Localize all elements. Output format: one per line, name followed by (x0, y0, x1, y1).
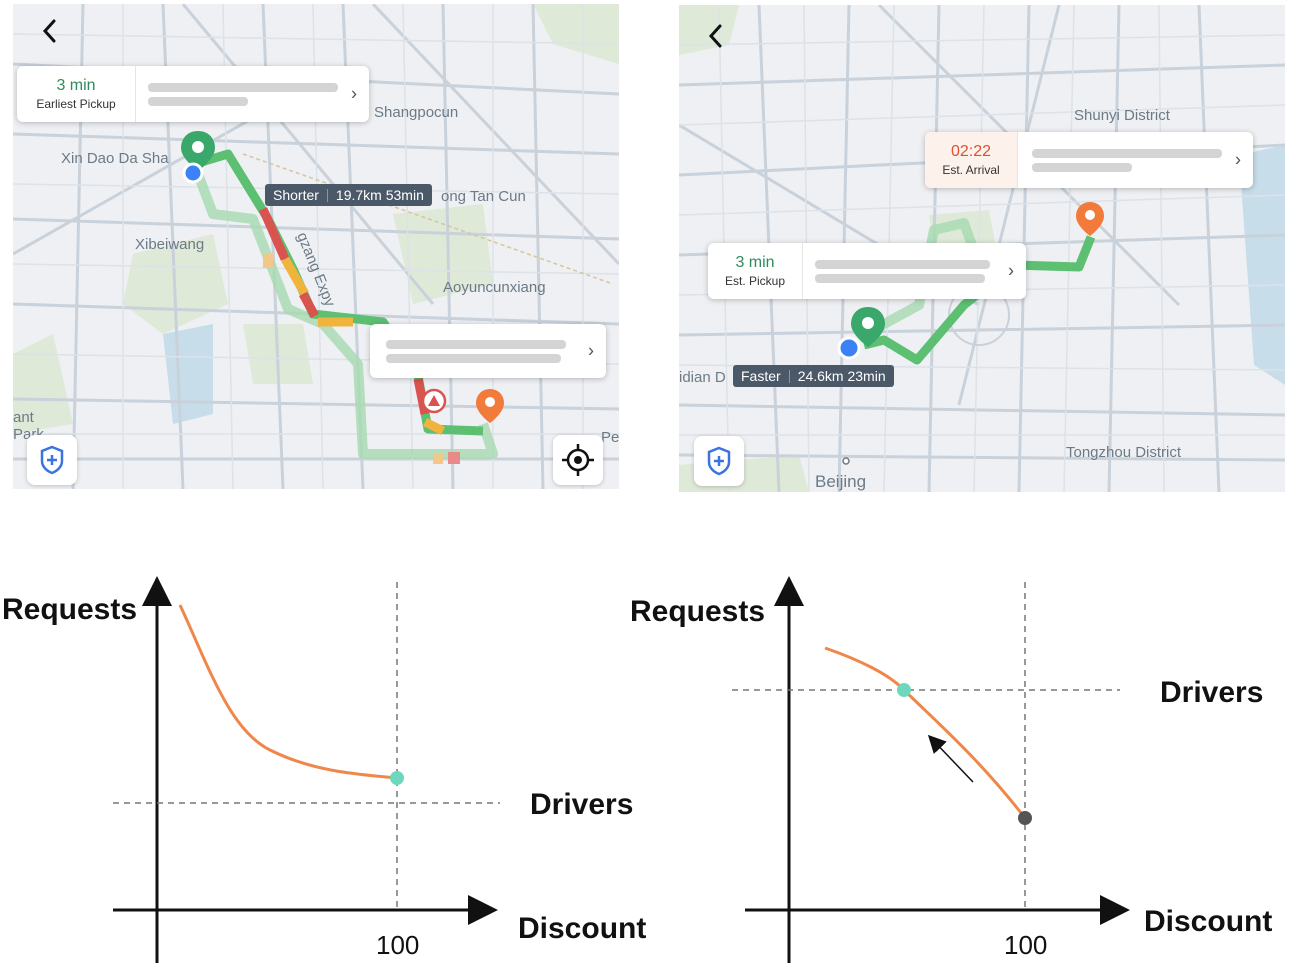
map-label-edge: Pe (601, 429, 619, 446)
pickup-eta-label: Est. Pickup (724, 274, 786, 288)
shield-plus-icon (40, 445, 64, 475)
pickup-pin-icon (181, 131, 215, 171)
diagram-left-svg (113, 576, 500, 963)
back-arrow-icon (42, 19, 56, 43)
pickup-eta: 3 min (735, 254, 775, 271)
arrival-label: Est. Arrival (942, 163, 1000, 177)
y-axis-label: Requests (2, 593, 138, 626)
city-dot-icon (842, 457, 850, 465)
warning-icon (421, 388, 447, 414)
destination-pin-icon (1076, 202, 1104, 236)
pickup-pin-icon (851, 307, 885, 347)
arrival-card[interactable]: 02:22 Est. Arrival › (925, 132, 1253, 188)
pickup-eta: 3 min (56, 77, 96, 94)
arrival-address-blurred (1018, 144, 1222, 177)
chevron-right-icon: › (1235, 149, 1241, 170)
back-arrow-icon (708, 24, 722, 48)
drivers-label: Drivers (1160, 676, 1264, 709)
my-location-icon (837, 336, 861, 360)
destination-address-blurred (370, 335, 566, 368)
route-tag-info: 19.7km 53min (335, 187, 424, 203)
map-label-shunyi: Shunyi District (1074, 107, 1170, 124)
chevron-right-icon: › (351, 83, 357, 104)
pickup-eta-label: Earliest Pickup (36, 97, 116, 111)
route-tag[interactable]: Faster 24.6km 23min (733, 365, 894, 387)
x-axis-label: Discount (518, 912, 647, 945)
demand-curve (824, 646, 1027, 819)
initial-point (1018, 811, 1032, 825)
back-button[interactable] (701, 21, 731, 51)
chevron-right-icon: › (588, 340, 594, 361)
pickup-address-blurred (136, 78, 338, 111)
equilibrium-point (897, 683, 911, 697)
chevron-right-icon: › (1008, 260, 1014, 281)
pickup-address-blurred (803, 255, 990, 288)
map-panel-shorter-route[interactable]: Shangpocun Xin Dao Da Sha Xibeiwang ong … (13, 4, 619, 489)
route-tag[interactable]: Shorter 19.7km 53min (265, 184, 432, 206)
route-tag-name: Shorter (273, 187, 319, 203)
map-label-ongtancun: ong Tan Cun (441, 188, 526, 205)
equilibrium-point (390, 771, 404, 785)
pickup-card[interactable]: 3 min Est. Pickup › (708, 243, 1026, 299)
map-label-ant: ant (13, 409, 34, 426)
route-tag-name: Faster (741, 368, 781, 384)
destination-card[interactable]: › (370, 324, 606, 378)
x-axis-label: Discount (1144, 905, 1273, 938)
pickup-card[interactable]: 3 min Earliest Pickup › (17, 66, 369, 122)
map-label-xibeiwang: Xibeiwang (135, 236, 205, 253)
safety-button[interactable] (27, 435, 77, 485)
my-location-icon (182, 162, 204, 184)
safety-button[interactable] (694, 436, 744, 486)
shield-plus-icon (707, 446, 731, 476)
y-axis-label: Requests (630, 595, 766, 628)
diagram-left: Requests Discount Drivers 100 (0, 560, 646, 970)
back-button[interactable] (35, 16, 65, 46)
map-label-shangpocun: Shangpocun (374, 104, 459, 121)
x-tick-100: 100 (1004, 930, 1048, 960)
map-panel-faster-route[interactable]: Shunyi District idian D Beijing Tongzhou… (679, 5, 1285, 492)
diagram-right-svg (732, 576, 1130, 963)
shift-arrow (927, 734, 974, 783)
locate-icon (562, 444, 594, 476)
diagram-right: Requests Discount Drivers 100 (630, 560, 1296, 970)
locate-button[interactable] (553, 435, 603, 485)
route-tag-info: 24.6km 23min (797, 368, 886, 384)
map-label-xindaodasha: Xin Dao Da Sha (61, 150, 169, 167)
map-label-tongzhou: Tongzhou District (1066, 444, 1182, 461)
map-label-idian: idian D (679, 369, 726, 386)
map-label-beijing: Beijing (815, 472, 867, 491)
destination-pin-icon (476, 389, 504, 423)
drivers-label: Drivers (530, 788, 634, 821)
demand-curve (178, 604, 398, 780)
x-tick-100: 100 (376, 930, 420, 960)
arrival-time: 02:22 (950, 143, 992, 160)
map-label-aoyuncunxiang: Aoyuncunxiang (443, 279, 546, 296)
